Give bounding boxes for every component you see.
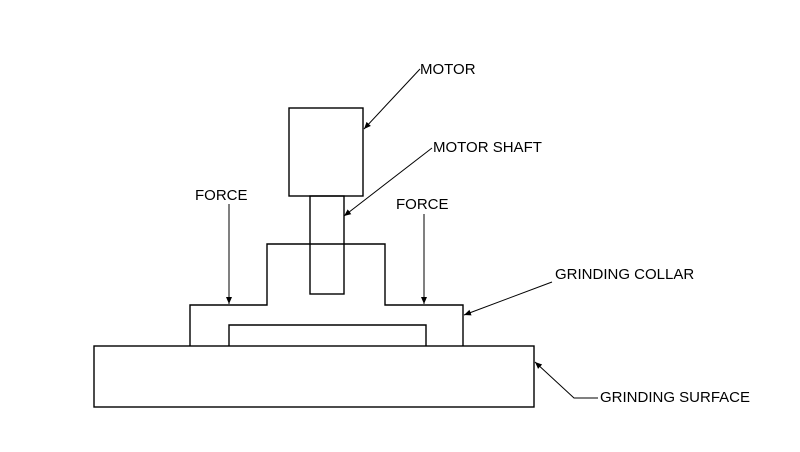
motor-body bbox=[288, 107, 364, 197]
grinding-surface-block bbox=[93, 345, 535, 408]
force-right-label: FORCE bbox=[396, 196, 449, 213]
motor-shaft-leader bbox=[343, 147, 433, 217]
motor-leader bbox=[363, 68, 421, 130]
grinding-collar-recess bbox=[228, 324, 427, 346]
grinding-collar-leader bbox=[463, 281, 553, 316]
grinding-collar-outline bbox=[189, 243, 464, 346]
grinding-surface-label: GRINDING SURFACE bbox=[600, 389, 750, 406]
grinding-surface-leader bbox=[534, 361, 598, 399]
force-left-label: FORCE bbox=[195, 187, 248, 204]
motor-shaft bbox=[309, 195, 345, 295]
motor-label: MOTOR bbox=[420, 61, 476, 78]
grinding-collar-label: GRINDING COLLAR bbox=[555, 266, 694, 283]
motor-shaft-label: MOTOR SHAFT bbox=[433, 139, 542, 156]
